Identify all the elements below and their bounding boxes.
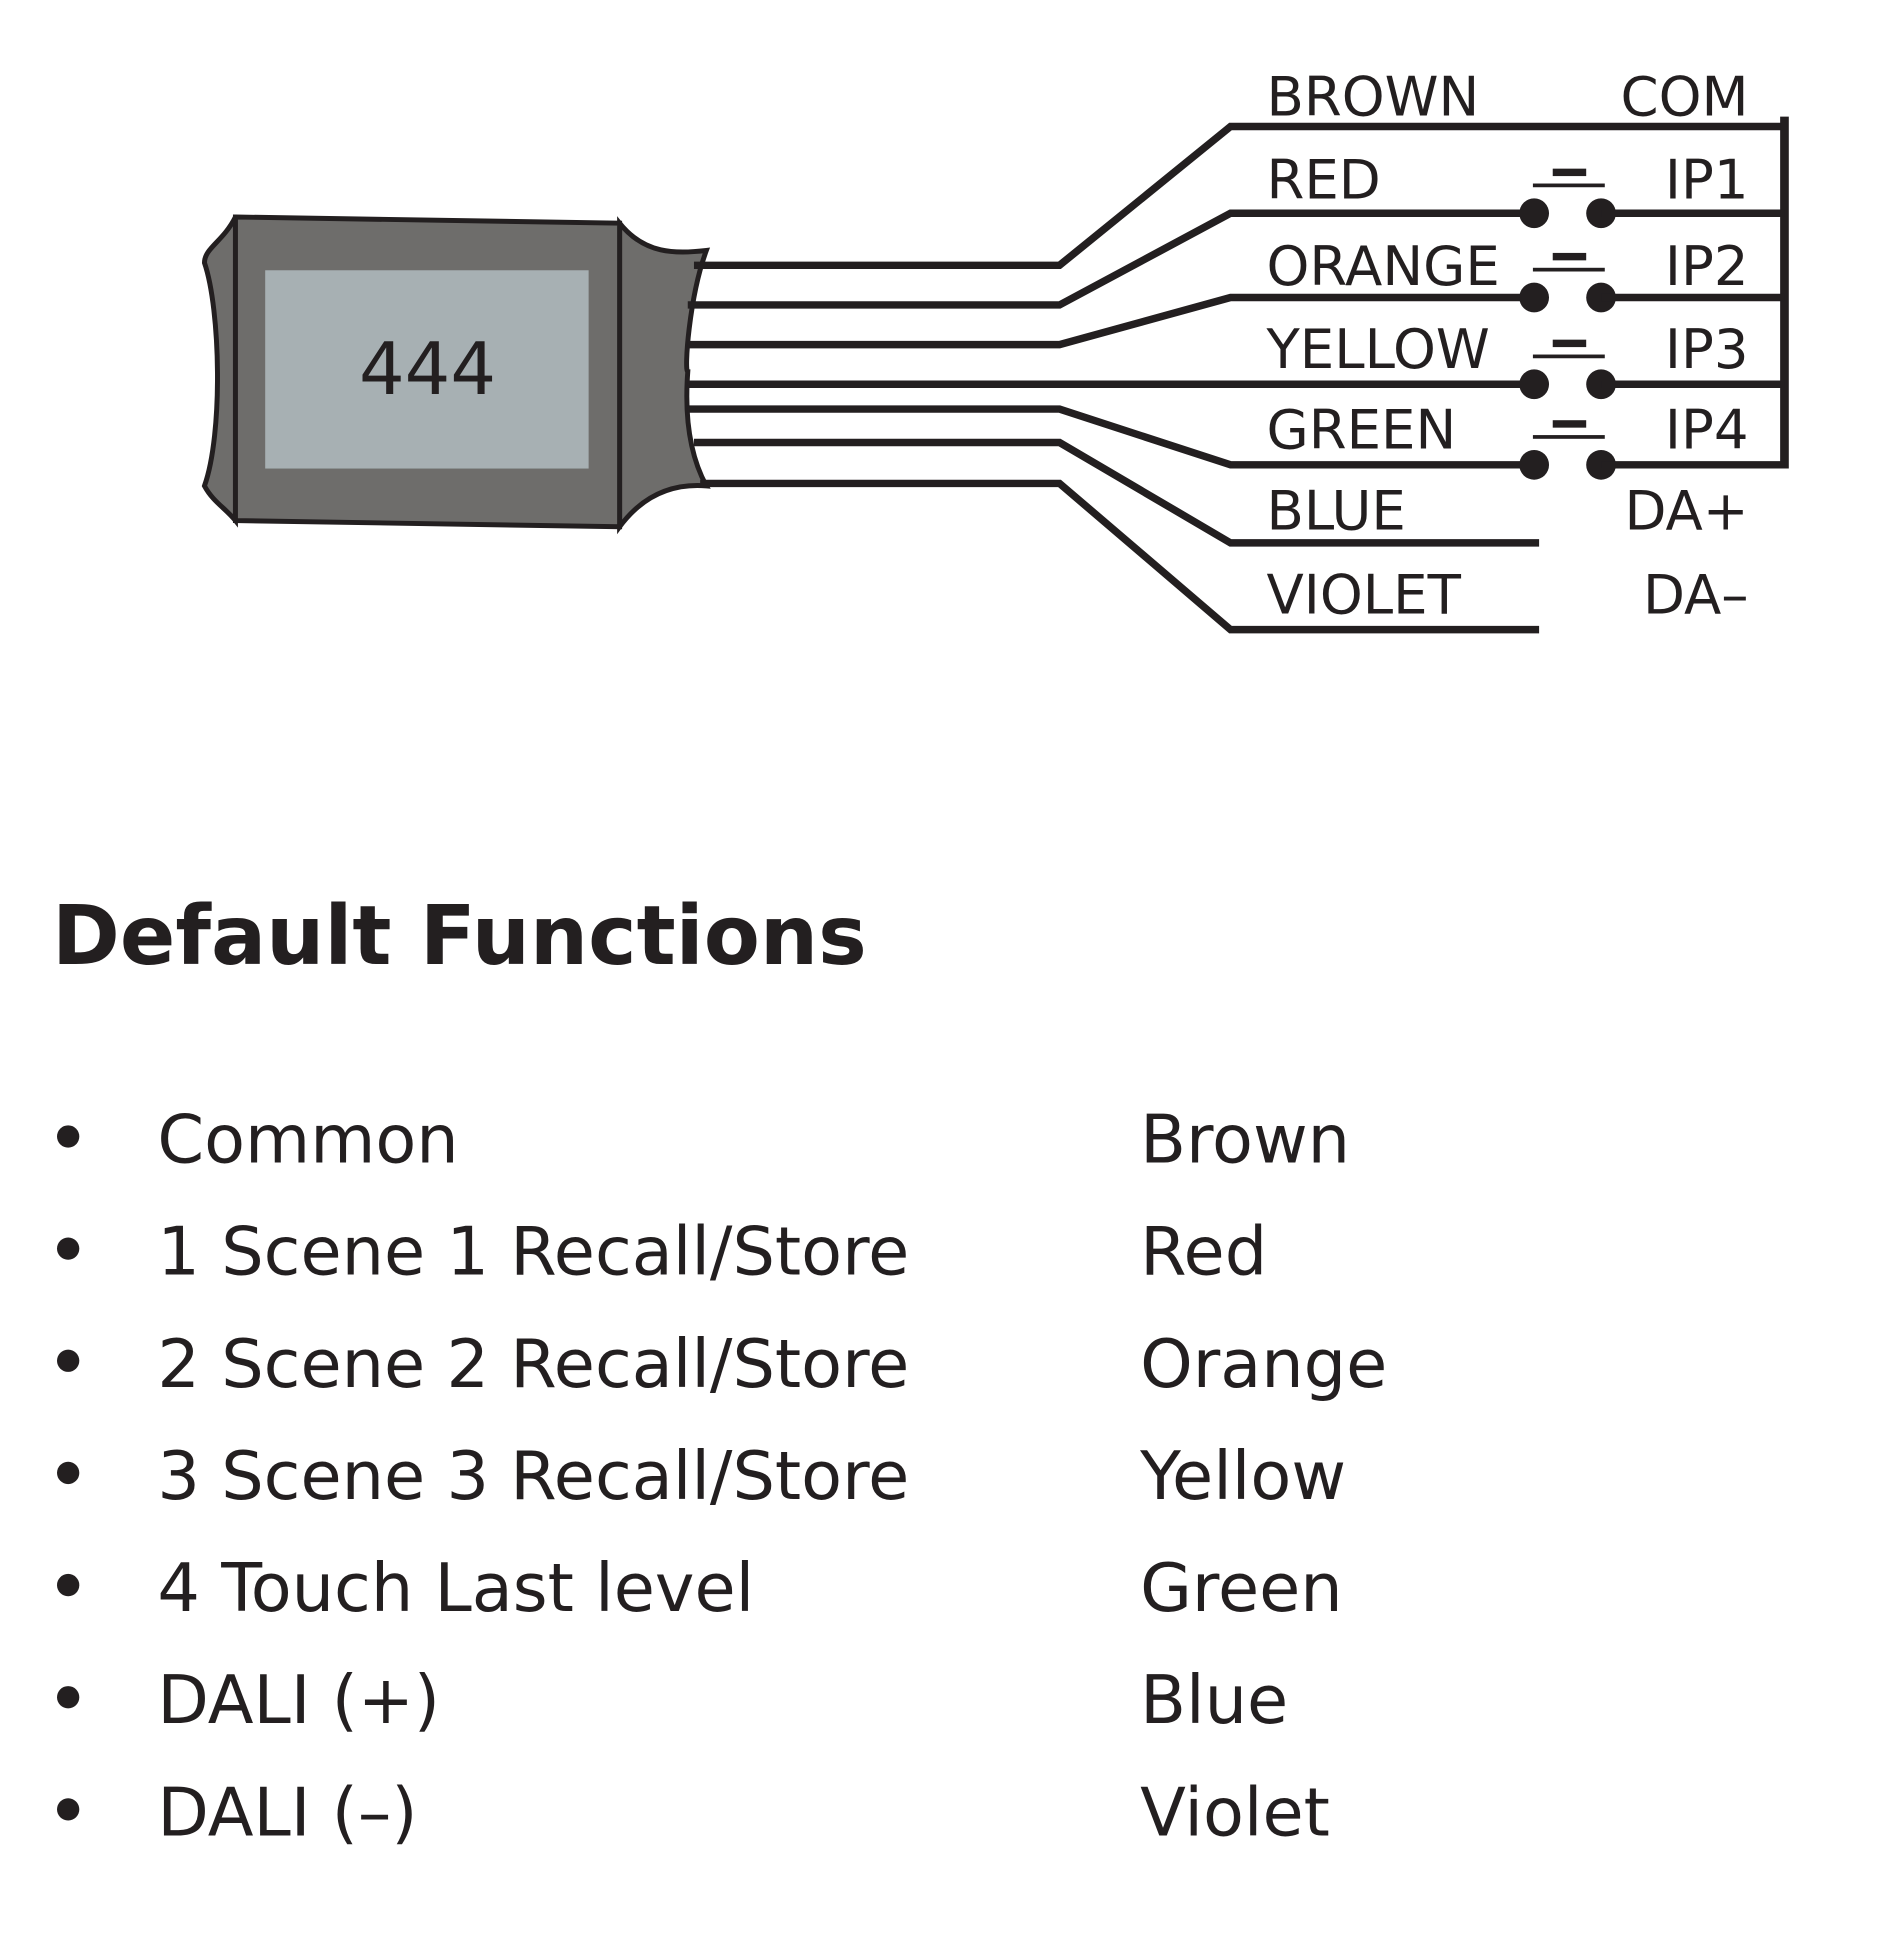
- switch-actuator: [1552, 168, 1587, 177]
- wire-label: BLUE: [1266, 478, 1405, 542]
- bullet-icon: [57, 1237, 80, 1260]
- bullet-icon: [57, 1798, 80, 1821]
- terminal-label: IP4: [1665, 398, 1749, 462]
- wire-color: Blue: [1140, 1661, 1288, 1739]
- wire-label: ORANGE: [1266, 234, 1499, 298]
- bullet-icon: [57, 1349, 80, 1372]
- terminal-label: DA–: [1643, 563, 1749, 627]
- device: 444: [201, 214, 711, 535]
- list-item: 4 Touch Last level Green: [57, 1549, 1343, 1627]
- terminal-label: IP2: [1665, 234, 1749, 298]
- wire-color: Yellow: [1139, 1437, 1346, 1515]
- switch-actuator: [1552, 420, 1587, 428]
- terminal-label: COM: [1621, 64, 1749, 128]
- bullet-icon: [57, 1125, 80, 1148]
- wire-color: Green: [1140, 1549, 1343, 1627]
- function-name: DALI (+): [157, 1661, 440, 1739]
- switch-bar: [1532, 183, 1605, 188]
- function-name: 3 Scene 3 Recall/Store: [157, 1437, 909, 1515]
- wire-color: Orange: [1140, 1325, 1387, 1403]
- list-item: 1 Scene 1 Recall/Store Red: [57, 1213, 1267, 1291]
- wire-label: YELLOW: [1265, 317, 1489, 381]
- wire-violet: [700, 479, 1540, 634]
- wire-color: Brown: [1140, 1101, 1350, 1179]
- wire-color: Violet: [1140, 1773, 1330, 1851]
- function-name: 4 Touch Last level: [157, 1549, 754, 1627]
- wire-label: RED: [1266, 147, 1380, 211]
- bullet-icon: [57, 1461, 80, 1485]
- terminal-label: DA+: [1625, 478, 1749, 542]
- function-name: DALI (–): [157, 1773, 417, 1851]
- section-heading: Default Functions: [52, 889, 867, 984]
- switch-bar: [1532, 354, 1605, 359]
- terminal-label: IP1: [1665, 147, 1749, 211]
- list-item: 3 Scene 3 Recall/Store Yellow: [57, 1437, 1346, 1515]
- wires: [687, 116, 1789, 634]
- switch-contact: [1519, 369, 1550, 400]
- wire-color: Red: [1140, 1213, 1267, 1291]
- function-list: Common Brown 1 Scene 1 Recall/Store Red 2 Sc…: [57, 1101, 1387, 1851]
- wire-label: GREEN: [1266, 398, 1456, 462]
- device-screen: [265, 270, 589, 469]
- wire-brown: [693, 122, 1785, 270]
- switch-contact: [1519, 198, 1550, 229]
- switch-actuator: [1552, 339, 1587, 348]
- switch-contact: [1519, 449, 1550, 480]
- switch-bar: [1532, 267, 1605, 272]
- function-name: 2 Scene 2 Recall/Store: [157, 1325, 909, 1403]
- push-button-switch: [1519, 420, 1785, 480]
- device-display-text: 444: [359, 327, 496, 411]
- wire-label: VIOLET: [1266, 563, 1461, 627]
- wire-label: BROWN: [1266, 64, 1479, 128]
- list-item: 2 Scene 2 Recall/Store Orange: [57, 1325, 1387, 1403]
- device-right-cap: [617, 216, 711, 535]
- terminal-labels: COM IP1 IP2 IP3 IP4 DA+ DA–: [1621, 64, 1749, 626]
- wire-orange: [687, 293, 1535, 349]
- function-name: Common: [157, 1101, 458, 1179]
- switch-actuator: [1552, 252, 1587, 261]
- bullet-icon: [57, 1573, 80, 1597]
- bullet-icon: [57, 1686, 80, 1709]
- terminal-label: IP3: [1665, 317, 1749, 381]
- switch-contact: [1519, 282, 1550, 313]
- push-button-switch: [1519, 339, 1785, 400]
- list-item: DALI (–) Violet: [57, 1773, 1330, 1851]
- function-name: 1 Scene 1 Recall/Store: [157, 1213, 909, 1291]
- switches: [1519, 168, 1785, 480]
- list-item: Common Brown: [57, 1101, 1350, 1179]
- wire-labels: BROWN RED ORANGE YELLOW GREEN BLUE VIOLE…: [1265, 64, 1499, 626]
- wire-red: [687, 209, 1535, 309]
- device-left-cap: [201, 215, 238, 528]
- wire-green: [687, 405, 1535, 469]
- list-item: DALI (+) Blue: [57, 1661, 1288, 1739]
- push-button-switch: [1519, 252, 1785, 313]
- switch-bar: [1532, 435, 1605, 439]
- wire-blue: [693, 438, 1540, 547]
- push-button-switch: [1519, 168, 1785, 229]
